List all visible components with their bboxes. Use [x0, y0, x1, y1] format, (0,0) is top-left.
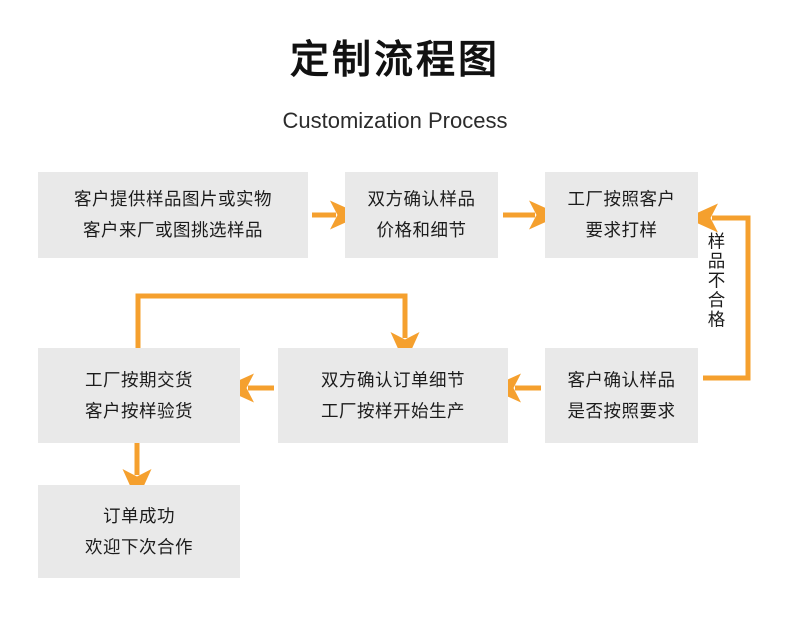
- node-line: 双方确认样品: [367, 189, 476, 209]
- process-box-confirm-order-details[interactable]: 双方确认订单细节 工厂按样开始生产: [278, 348, 508, 443]
- node-line: 双方确认订单细节: [321, 369, 465, 390]
- arrow-row1-to-n5: [135, 293, 420, 364]
- node-line: 价格和细节: [376, 220, 467, 240]
- process-box-order-success[interactable]: 订单成功 欢迎下次合作: [38, 485, 240, 578]
- page-title: 定制流程图: [289, 39, 500, 82]
- node-line: 订单成功: [103, 505, 175, 526]
- node-line: 工厂按照客户: [567, 189, 676, 209]
- process-box-customer-checks-sample[interactable]: 客户确认样品 是否按照要求: [545, 348, 698, 443]
- process-box-factory-delivers[interactable]: 工厂按期交货 客户按样验货: [38, 348, 240, 443]
- node-line: 客户按样验货: [85, 400, 193, 421]
- process-box-factory-makes-sample[interactable]: 工厂按照客户 要求打样: [545, 172, 698, 258]
- loop-label-sample-rejected: 样品不合格: [706, 232, 726, 330]
- node-line: 客户确认样品: [567, 369, 676, 390]
- node-line: 工厂按期交货: [85, 369, 193, 390]
- node-line: 要求打样: [585, 220, 658, 240]
- process-box-customer-provides-sample[interactable]: 客户提供样品图片或实物 客户来厂或图挑选样品: [38, 172, 308, 258]
- process-box-confirm-sample-price[interactable]: 双方确认样品 价格和细节: [345, 172, 498, 258]
- page-subtitle: Customization Process: [282, 108, 508, 133]
- node-line: 工厂按样开始生产: [321, 400, 465, 421]
- node-line: 是否按照要求: [567, 400, 676, 421]
- node-line: 欢迎下次合作: [85, 536, 193, 557]
- node-line: 客户提供样品图片或实物: [74, 189, 272, 209]
- node-line: 客户来厂或图挑选样品: [83, 220, 263, 240]
